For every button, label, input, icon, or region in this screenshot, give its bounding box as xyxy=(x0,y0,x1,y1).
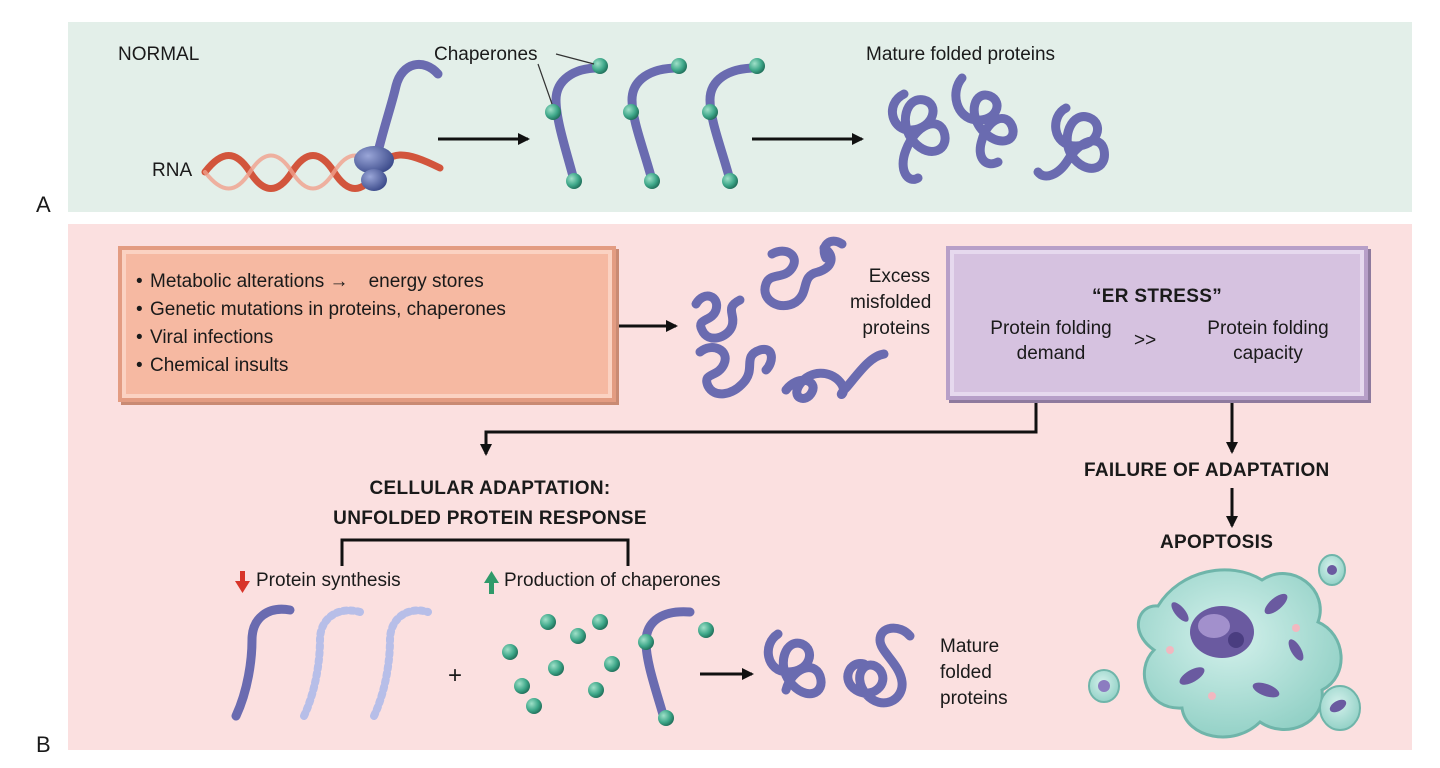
greater-than-symbol: >> xyxy=(1134,330,1157,351)
folding-capacity-label: Protein folding capacity xyxy=(1207,318,1329,364)
nascent-protein-icon xyxy=(371,60,443,165)
chaperone-bound-proteins-icon xyxy=(551,63,761,185)
misfolded-protein-icon xyxy=(691,236,889,403)
chaperones-pointer-lines xyxy=(537,53,595,105)
normal-label: NORMAL xyxy=(118,44,200,65)
protein-synthesis-label: Protein synthesis ↓ xyxy=(256,570,401,591)
mature-folded-protein-b-icon xyxy=(763,623,915,708)
cause-genetic: Genetic mutations in proteins, chaperone… xyxy=(136,296,612,324)
chaperone-bound-protein-b-icon xyxy=(638,607,714,726)
ribosome-icon xyxy=(354,146,394,191)
up-arrow-icon xyxy=(484,571,499,594)
er-stress-causes-box: Metabolic alterations → ↓ energy stores … xyxy=(118,246,616,402)
cause-chemical: Chemical insults xyxy=(136,352,612,380)
protein-synthesis-chains-icon xyxy=(231,604,432,721)
chaperone-icon xyxy=(545,58,765,189)
chaperones-label: Chaperones xyxy=(434,44,538,65)
mature-folded-protein-icon xyxy=(888,73,1109,184)
plus-sign: + xyxy=(448,662,463,689)
arrow-to-adaptation xyxy=(480,402,1038,456)
mature-proteins-label-b: Mature folded proteins xyxy=(940,636,1008,709)
cause-viral: Viral infections xyxy=(136,324,612,352)
panel-b-letter: B xyxy=(36,732,51,757)
er-stress-box: “ER STRESS” Protein folding demand >> Pr… xyxy=(946,246,1368,400)
upr-bracket xyxy=(340,538,630,566)
apoptosis-label: APOPTOSIS xyxy=(1160,532,1274,553)
failure-of-adaptation-label: FAILURE OF ADAPTATION xyxy=(1084,460,1330,481)
panel-a-letter: A xyxy=(36,192,51,217)
down-arrow-glyph: ↓ xyxy=(354,271,364,292)
panel-a-background xyxy=(68,22,1412,212)
adaptation-title: CELLULAR ADAPTATION: UNFOLDED PROTEIN RE… xyxy=(333,478,647,529)
apoptotic-cell-icon xyxy=(1088,554,1361,739)
excess-misfolded-label: Excess misfolded proteins xyxy=(850,266,932,339)
cause-metabolic: Metabolic alterations → ↓ energy stores xyxy=(136,268,612,296)
chaperone-production-label: Production of chaperones ↑ xyxy=(504,570,721,591)
rna-strand-icon xyxy=(201,151,444,192)
folding-demand-label: Protein folding demand xyxy=(990,318,1112,364)
right-arrow-icon: → xyxy=(329,271,349,292)
er-stress-title: “ER STRESS” xyxy=(1092,286,1222,307)
rna-label: RNA xyxy=(152,160,193,181)
free-chaperones-icon xyxy=(502,614,620,714)
mature-proteins-label-a: Mature folded proteins xyxy=(866,44,1056,65)
